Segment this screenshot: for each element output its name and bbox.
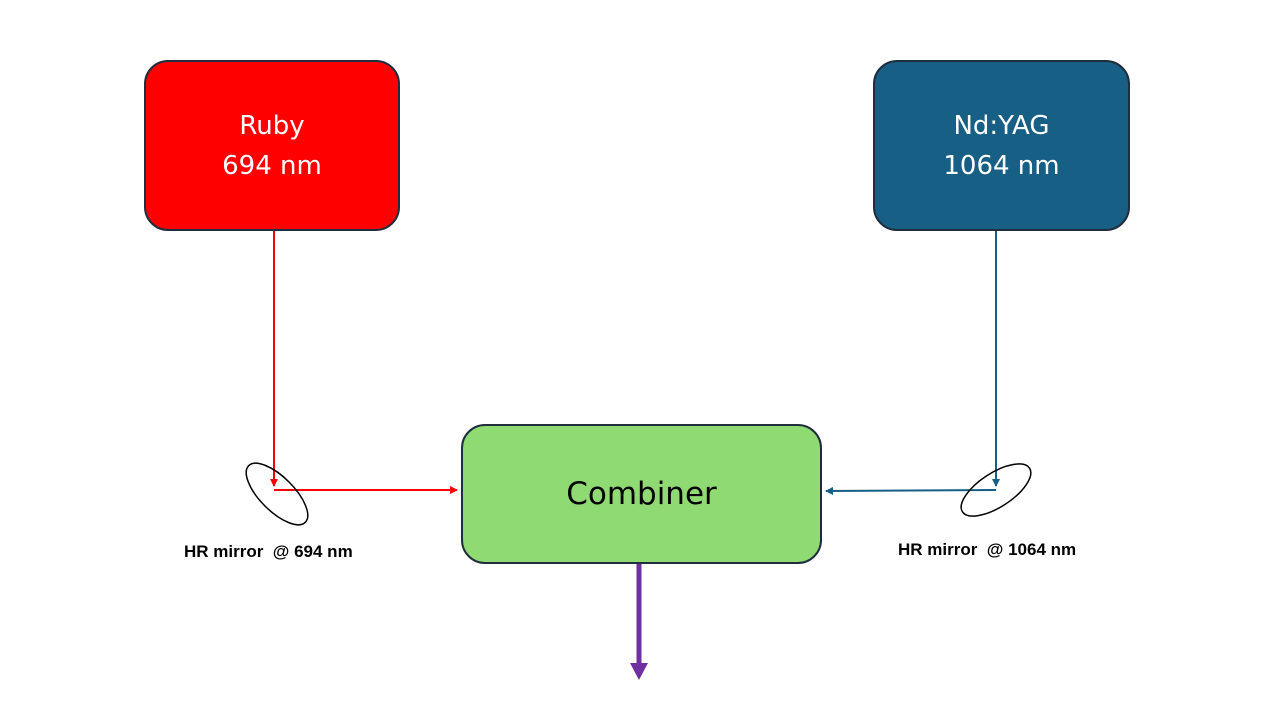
right-mirror-icon (960, 463, 1032, 517)
ruby-laser-name: Ruby (239, 110, 305, 141)
ruby-laser-wavelength: 694 nm (222, 150, 322, 181)
left-mirror-label: HR mirror @ 694 nm (184, 542, 353, 561)
output-arrowhead-icon (630, 663, 648, 680)
ndyag-laser-name: Nd:YAG (953, 110, 1050, 141)
combiner-label: Combiner (566, 476, 717, 512)
ndyag-horizontal-beam (825, 486, 997, 495)
ndyag-laser-wavelength: 1064 nm (943, 150, 1060, 181)
right-mirror-label: HR mirror @ 1064 nm (898, 540, 1077, 559)
combiner-box: Combiner (461, 424, 822, 564)
ndyag-laser-box: Nd:YAG 1064 nm (873, 60, 1130, 231)
left-mirror-icon (245, 462, 309, 526)
ruby-laser-box: Ruby 694 nm (144, 60, 400, 231)
